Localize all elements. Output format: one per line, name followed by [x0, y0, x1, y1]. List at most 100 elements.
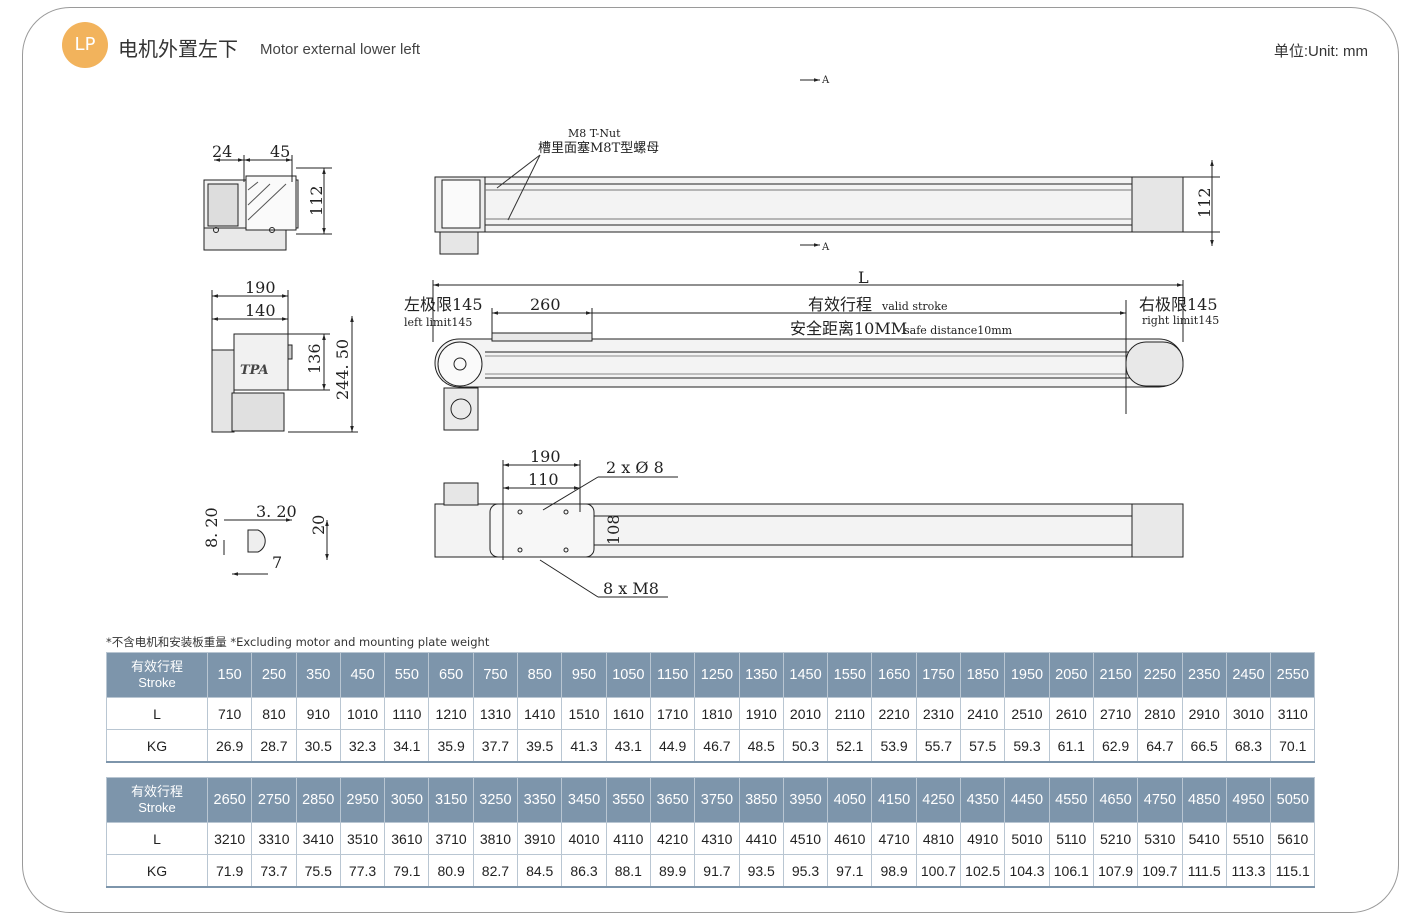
dim-244-50: 244. 50	[333, 339, 352, 400]
stroke-cell: 1150	[649, 652, 696, 698]
mount-type-badge: LP	[62, 22, 108, 68]
kg-cell: 107.9	[1092, 854, 1139, 888]
right-limit-en: right limit145	[1142, 314, 1219, 327]
kg-cell: 34.1	[384, 729, 430, 763]
l-cell: 1410	[517, 697, 563, 730]
stroke-cell: 4250	[915, 777, 962, 823]
l-cell: 4210	[649, 822, 696, 855]
l-cell: 4310	[694, 822, 740, 855]
l-cell: 810	[251, 697, 297, 730]
section-label-top: A	[821, 75, 830, 86]
l-cell: 4010	[561, 822, 607, 855]
stroke-cell: 4650	[1092, 777, 1139, 823]
l-cell: 1510	[561, 697, 607, 730]
kg-cell: 66.5	[1181, 729, 1227, 763]
kg-cell: 97.1	[827, 854, 873, 888]
l-cell: 2510	[1004, 697, 1050, 730]
l-cell: 5010	[1004, 822, 1050, 855]
stroke-label-en: Stroke	[138, 675, 176, 690]
stroke-cell: 450	[339, 652, 386, 698]
safe-distance-en: safe distance10mm	[904, 324, 1013, 337]
kg-cell: 41.3	[561, 729, 607, 763]
kg-cell: 39.5	[517, 729, 563, 763]
kg-cell: 28.7	[251, 729, 297, 763]
weight-header: KG	[106, 729, 208, 763]
l-cell: 5110	[1048, 822, 1094, 855]
stroke-cell: 1950	[1004, 652, 1050, 698]
kg-cell: 86.3	[561, 854, 607, 888]
kg-cell: 32.3	[339, 729, 386, 763]
stroke-cn: 有效行程	[808, 295, 872, 314]
kg-cell: 57.5	[960, 729, 1006, 763]
section-label-bottom: A	[821, 242, 830, 253]
kg-cell: 61.1	[1048, 729, 1094, 763]
dim-110-bottom: 110	[528, 470, 559, 489]
length-header: L	[106, 822, 208, 855]
stroke-cell: 5050	[1270, 777, 1316, 823]
l-cell: 1110	[384, 697, 430, 730]
length-header: L	[106, 697, 208, 730]
bottom-view	[434, 460, 1184, 598]
stroke-cell: 2650	[206, 777, 253, 823]
kg-cell: 98.9	[871, 854, 917, 888]
kg-cell: 113.3	[1225, 854, 1272, 888]
stroke-label-cn: 有效行程	[130, 659, 183, 674]
dim-3-20: 3. 20	[256, 502, 297, 521]
kg-cell: 80.9	[428, 854, 474, 888]
stroke-cell: 1750	[915, 652, 962, 698]
right-limit-cn: 右极限145	[1139, 295, 1218, 314]
l-cell: 3110	[1270, 697, 1316, 730]
end-view	[211, 290, 358, 433]
l-cell: 2410	[960, 697, 1006, 730]
l-cell: 5510	[1225, 822, 1272, 855]
stroke-cell: 1350	[738, 652, 784, 698]
stroke-en: valid stroke	[881, 300, 947, 313]
stroke-cell: 1450	[782, 652, 829, 698]
tnut-label-en: M8 T-Nut	[568, 127, 621, 140]
l-cell: 2210	[871, 697, 917, 730]
stroke-cell: 4150	[871, 777, 917, 823]
l-cell: 2310	[915, 697, 962, 730]
l-cell: 3010	[1225, 697, 1272, 730]
stroke-cell: 2950	[339, 777, 386, 823]
dim-7: 7	[272, 553, 282, 572]
kg-cell: 59.3	[1004, 729, 1050, 763]
l-cell: 1610	[605, 697, 651, 730]
screw-callout: 8 x M8	[603, 579, 659, 598]
l-cell: 1710	[649, 697, 696, 730]
l-cell: 3710	[428, 822, 474, 855]
stroke-cell: 3150	[428, 777, 474, 823]
kg-cell: 46.7	[694, 729, 740, 763]
dim-20: 20	[309, 515, 328, 535]
l-cell: 3910	[517, 822, 563, 855]
l-cell: 4910	[960, 822, 1006, 855]
l-cell: 3510	[339, 822, 386, 855]
stroke-cell: 3850	[738, 777, 784, 823]
l-cell: 5610	[1270, 822, 1316, 855]
l-cell: 5410	[1181, 822, 1227, 855]
kg-cell: 70.1	[1270, 729, 1316, 763]
kg-cell: 53.9	[871, 729, 917, 763]
stroke-cell: 150	[206, 652, 253, 698]
l-cell: 2610	[1048, 697, 1094, 730]
stroke-cell: 1250	[694, 652, 740, 698]
left-limit-en: left limit145	[404, 316, 472, 329]
stroke-cell: 3750	[694, 777, 740, 823]
stroke-cell: 4450	[1004, 777, 1050, 823]
kg-cell: 88.1	[605, 854, 651, 888]
stroke-label-en: Stroke	[138, 800, 176, 815]
technical-drawing: 24 45 112 A A M8 T-Nut 槽里面塞M8T型螺母 112 19…	[202, 75, 1220, 598]
table-footnote: *不含电机和安装板重量 *Excluding motor and mountin…	[106, 635, 490, 649]
kg-cell: 35.9	[428, 729, 474, 763]
kg-cell: 100.7	[915, 854, 962, 888]
dim-190-bottom: 190	[530, 447, 561, 466]
stroke-cell: 3450	[561, 777, 607, 823]
l-cell: 5210	[1092, 822, 1139, 855]
dim-24: 24	[212, 142, 232, 161]
